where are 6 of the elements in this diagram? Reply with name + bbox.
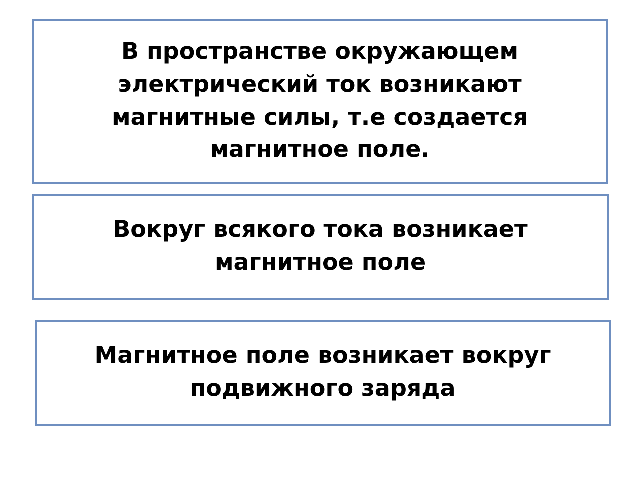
text-box bbox=[32, 194, 609, 300]
text-box bbox=[32, 19, 608, 184]
text-box bbox=[35, 320, 611, 426]
box-text: Вокруг всякого тока возникает магнитное поле bbox=[112, 216, 529, 278]
box-text: В пространстве окружающем электрический ток возникают магнитные силы, т.е создается магнитное поле. bbox=[110, 38, 529, 166]
box-text: Магнитное поле возникает вокруг подвижного заряда bbox=[94, 342, 552, 404]
